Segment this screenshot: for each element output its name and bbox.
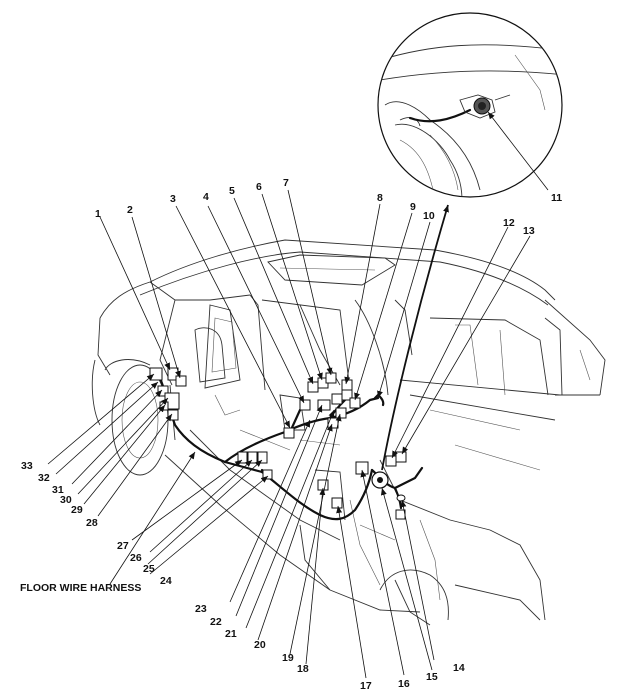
callout-4: 4 [203, 191, 209, 203]
vehicle-outline [91, 239, 606, 626]
callout-8: 8 [377, 192, 383, 204]
callout-19: 19 [282, 652, 294, 664]
detail-inset [377, 12, 563, 198]
callout-28: 28 [86, 517, 98, 529]
callout-21: 21 [225, 628, 237, 640]
callout-2: 2 [127, 204, 133, 216]
callout-29: 29 [71, 504, 83, 516]
callout-16: 16 [398, 678, 410, 690]
callout-20: 20 [254, 639, 266, 651]
callout-12: 12 [503, 217, 515, 229]
callout-11: 11 [551, 192, 562, 204]
callout-31: 31 [52, 484, 64, 496]
floor-wire-harness [158, 376, 424, 521]
callout-23: 23 [195, 603, 207, 615]
callout-10: 10 [423, 210, 435, 222]
floor-wire-harness-label: FLOOR WIRE HARNESS [20, 582, 141, 594]
callout-25: 25 [143, 563, 155, 575]
leader-lines [47, 189, 531, 679]
callout-33: 33 [21, 460, 33, 472]
callout-13: 13 [523, 225, 535, 237]
callout-22: 22 [210, 616, 222, 628]
callout-32: 32 [38, 472, 50, 484]
detail-arrow [381, 111, 549, 471]
callout-30: 30 [60, 494, 72, 506]
callout-labels: 1 2 3 4 5 6 7 8 9 10 11 12 13 14 15 16 1… [20, 177, 562, 692]
callout-26: 26 [130, 552, 142, 564]
callout-9: 9 [410, 201, 416, 213]
callout-27: 27 [117, 540, 129, 552]
callout-6: 6 [256, 181, 262, 193]
callout-18: 18 [297, 663, 309, 675]
callout-7: 7 [283, 177, 289, 189]
callout-5: 5 [229, 185, 235, 197]
callout-15: 15 [426, 671, 438, 683]
callout-1: 1 [95, 208, 101, 220]
callout-17: 17 [360, 680, 372, 692]
callout-24: 24 [160, 575, 172, 587]
callout-3: 3 [170, 193, 176, 205]
callout-14: 14 [453, 662, 465, 674]
